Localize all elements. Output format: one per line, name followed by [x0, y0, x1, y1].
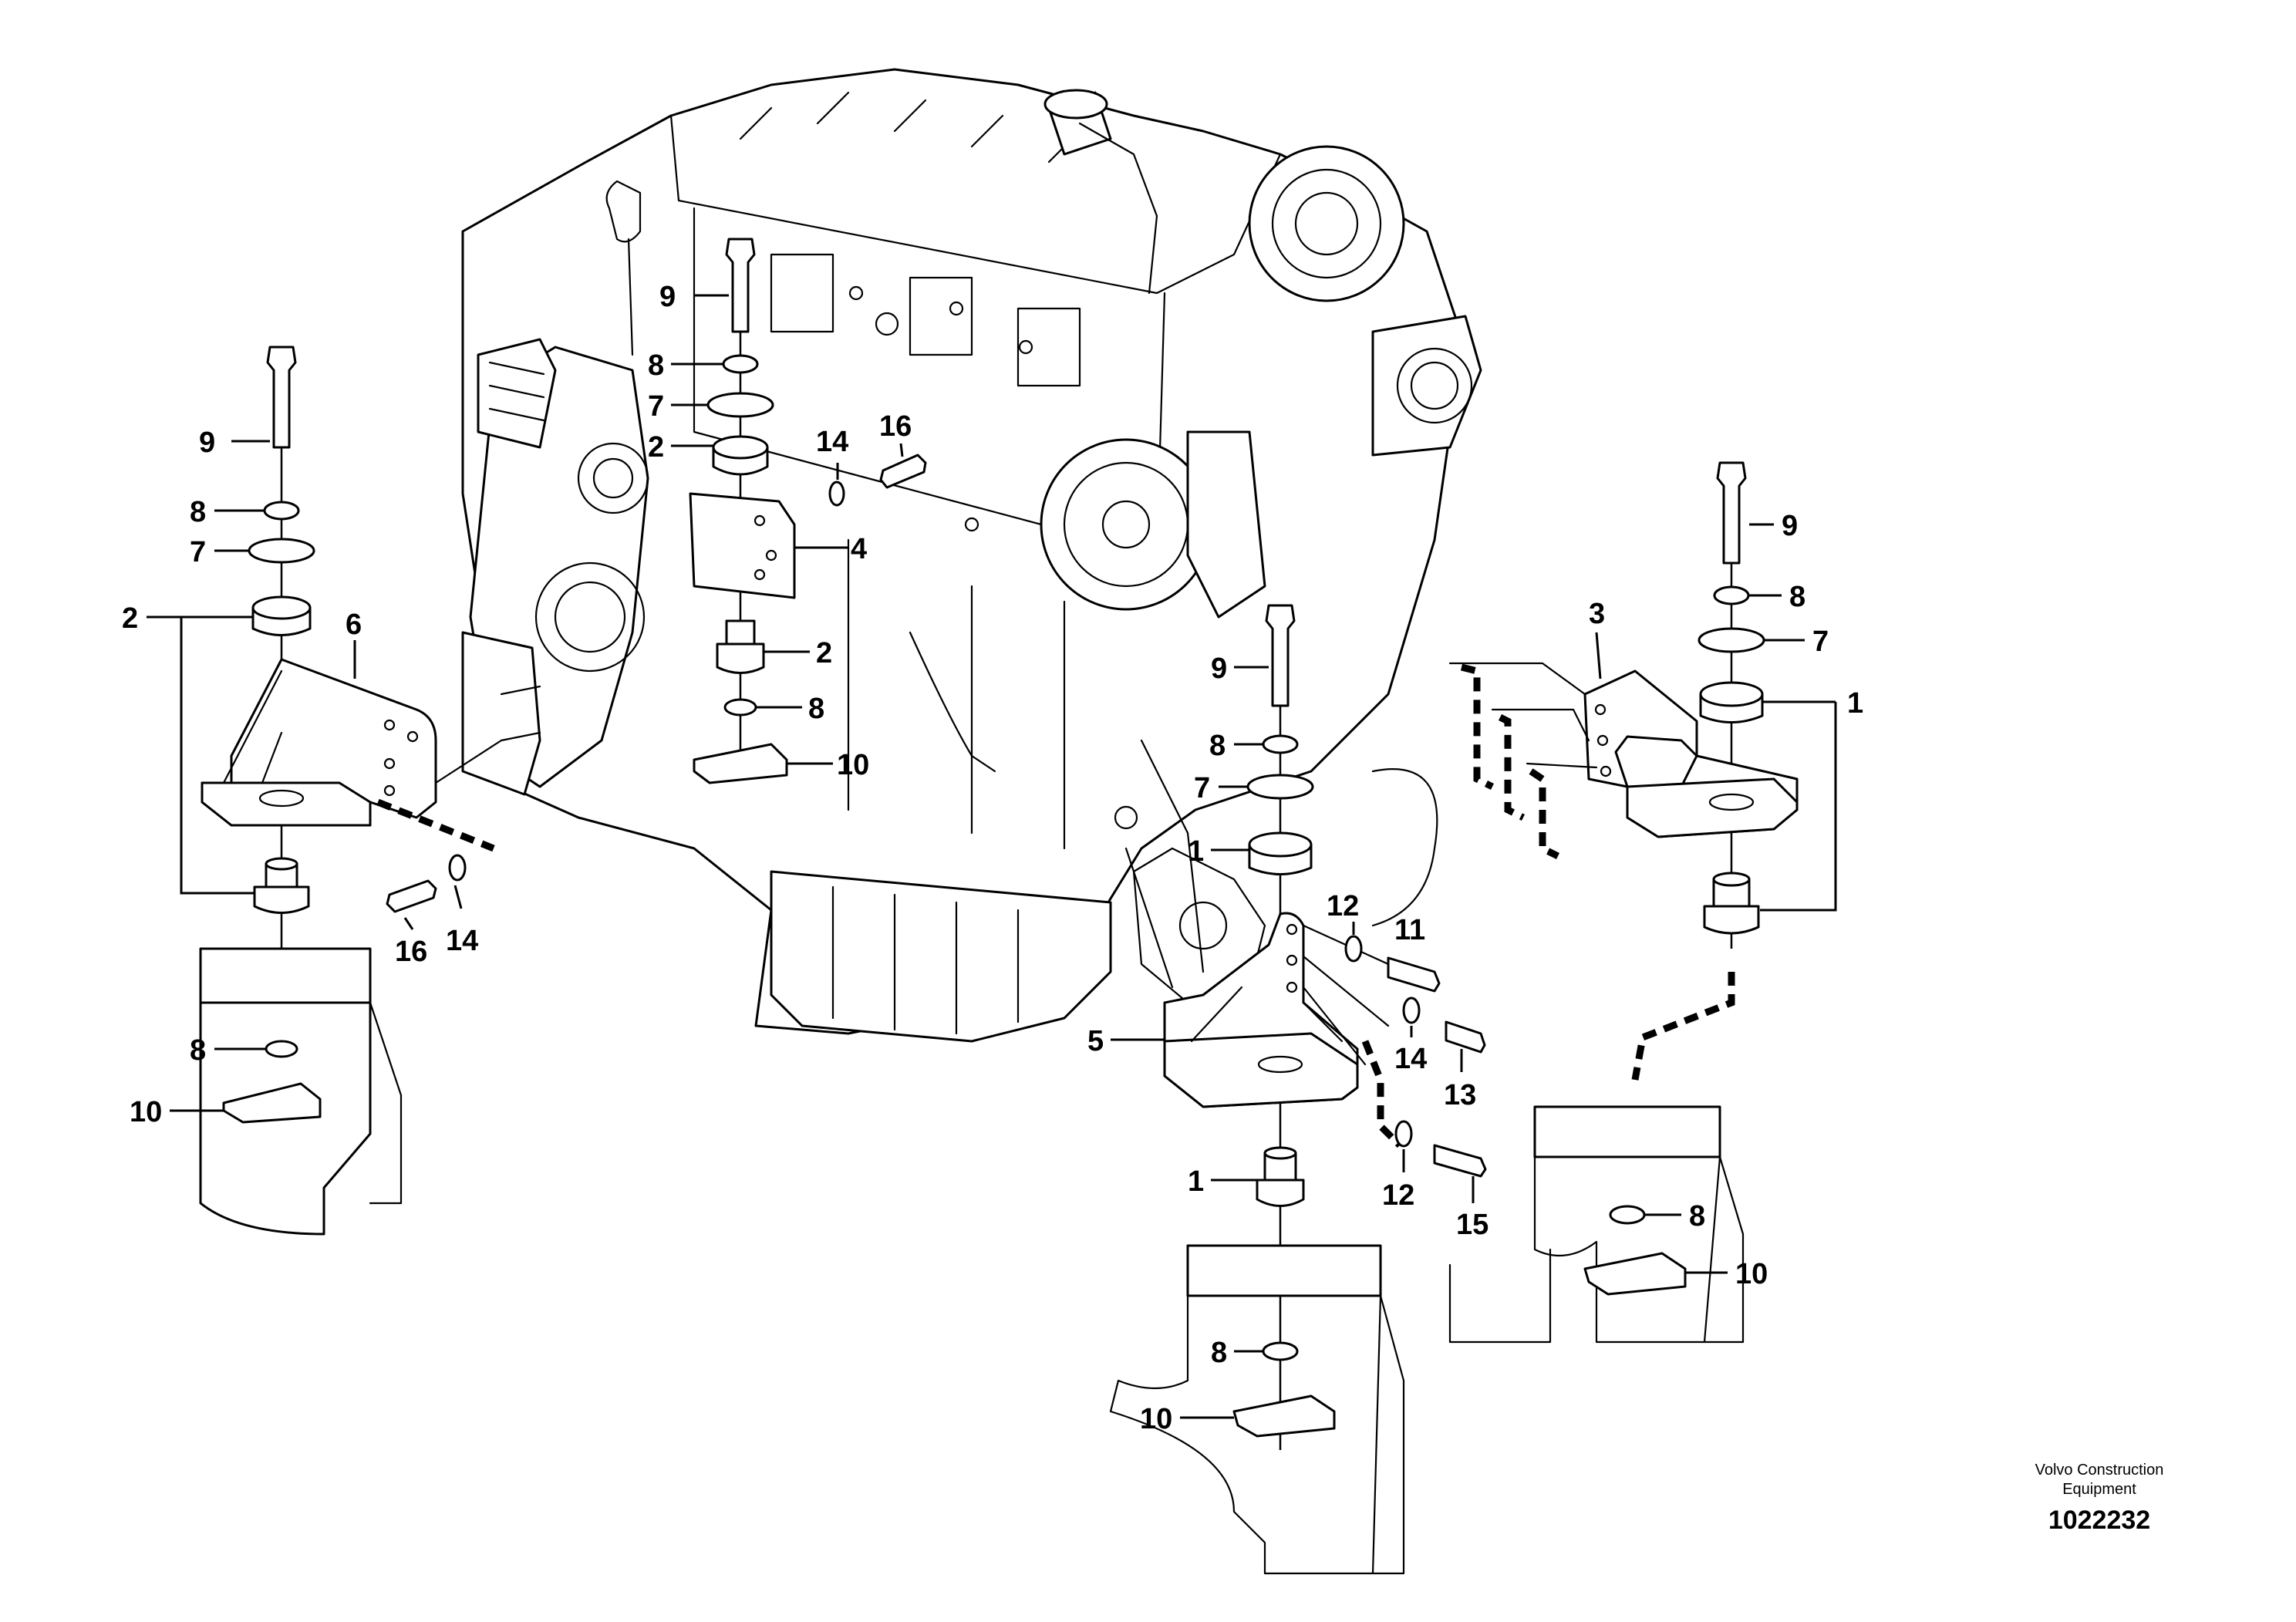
nut-plate-10: [1232, 1394, 1336, 1438]
washer-8: [1262, 734, 1299, 754]
callout-washer: 8: [190, 496, 206, 528]
callout-lock-washer: 12: [1327, 890, 1359, 922]
bracket-plate-4: [689, 492, 796, 599]
washer-14: [448, 854, 467, 882]
bolt-16: [879, 454, 927, 489]
bolt-9: [266, 346, 297, 449]
mount-stack-center-bottom: [1109, 604, 1487, 1575]
drawing-number: 1022232: [2048, 1506, 2150, 1535]
washer-14-right: [1402, 996, 1421, 1024]
rubber-cushion-2-lower: [253, 885, 310, 914]
callout-screw: 13: [1444, 1079, 1476, 1111]
callout-washer: 8: [1211, 1337, 1227, 1369]
callout-cushion: 2: [648, 431, 664, 464]
callout-nut-plate: 10: [1735, 1258, 1768, 1290]
callout-washer-large: 7: [648, 390, 664, 423]
callout-screw: 16: [879, 410, 912, 443]
callout-bolt: 9: [1211, 653, 1227, 685]
callout-washer: 8: [808, 693, 824, 725]
callout-screw: 15: [1456, 1209, 1489, 1241]
callout-lock-washer: 12: [1382, 1179, 1414, 1212]
brand-line-1: Volvo Construction: [2035, 1462, 2164, 1479]
callout-washer: 8: [1689, 1200, 1705, 1233]
washer-8-lower: [1262, 1341, 1299, 1361]
bolt-13: [1445, 1020, 1486, 1054]
callout-labels: 9 8 7 2 14 16 4 2 8 10 9 8 7 2 6 16 14 8…: [122, 281, 1863, 1435]
callout-washer-large: 7: [1812, 626, 1829, 658]
callout-lock-washer: 14: [1394, 1043, 1427, 1075]
bolt-11: [1387, 956, 1441, 993]
drawing-footer: Volvo Construction Equipment 1022232: [2035, 1462, 2164, 1535]
washer-14: [828, 481, 845, 507]
rubber-cushion-1-lower: [1703, 905, 1760, 935]
callout-washer: 8: [1789, 581, 1805, 613]
callout-bracket: 3: [1589, 598, 1605, 630]
callout-cushion: 1: [1188, 835, 1204, 868]
rubber-cushion-1-lower: [1256, 1179, 1305, 1207]
callout-bracket: 5: [1087, 1025, 1104, 1057]
callout-bolt: 9: [1782, 510, 1798, 542]
mount-stack-right: [1448, 461, 1799, 1344]
washer-7: [706, 392, 774, 418]
bolt-9: [1265, 604, 1296, 707]
washer-12: [1344, 935, 1363, 963]
callout-cushion: 1: [1847, 687, 1863, 720]
callout-washer: 8: [1209, 730, 1226, 762]
washer-8-lower: [265, 1040, 298, 1058]
callout-nut-plate: 10: [1140, 1403, 1172, 1435]
callout-bolt: 9: [199, 427, 215, 459]
mount-stack-center: [689, 238, 927, 784]
callout-washer: 8: [190, 1034, 206, 1067]
washer-8: [722, 354, 759, 374]
bolt-15: [1433, 1144, 1487, 1178]
brand-line-2: Equipment: [2062, 1481, 2136, 1498]
washer-8-lower: [1609, 1205, 1646, 1225]
callout-washer: 8: [648, 349, 664, 382]
nut-plate-10: [693, 743, 788, 784]
callout-bracket: 4: [851, 533, 867, 565]
washer-7: [248, 538, 315, 564]
callout-cushion: 1: [1188, 1165, 1204, 1198]
washer-8: [263, 501, 300, 521]
callout-lock-washer: 14: [446, 925, 478, 957]
washer-7: [1246, 774, 1314, 800]
leader-lines: [147, 294, 1837, 1419]
mount-stack-left: [199, 346, 503, 1236]
nut-plate-10: [1583, 1252, 1687, 1296]
callout-washer-large: 7: [190, 536, 206, 568]
callout-cushion: 2: [816, 637, 832, 669]
callout-bracket: 6: [346, 609, 362, 641]
washer-8: [1713, 585, 1750, 605]
callout-screw: 11: [1394, 914, 1425, 946]
rubber-cushion-2-lower: [716, 642, 765, 674]
washer-8-lower: [723, 698, 757, 717]
bolt-9: [725, 238, 756, 333]
callout-lock-washer: 14: [816, 426, 848, 458]
callout-screw: 16: [395, 936, 427, 968]
callout-nut-plate: 10: [130, 1096, 162, 1128]
engine-illustration: [461, 68, 1482, 1043]
bolt-16: [386, 879, 437, 913]
callout-bolt: 9: [659, 281, 676, 313]
callout-cushion: 2: [122, 602, 138, 635]
callout-washer-large: 7: [1194, 772, 1210, 804]
washer-12-lower: [1394, 1120, 1413, 1148]
bolt-9: [1716, 461, 1747, 565]
callout-nut-plate: 10: [837, 749, 869, 781]
washer-7: [1698, 627, 1765, 653]
